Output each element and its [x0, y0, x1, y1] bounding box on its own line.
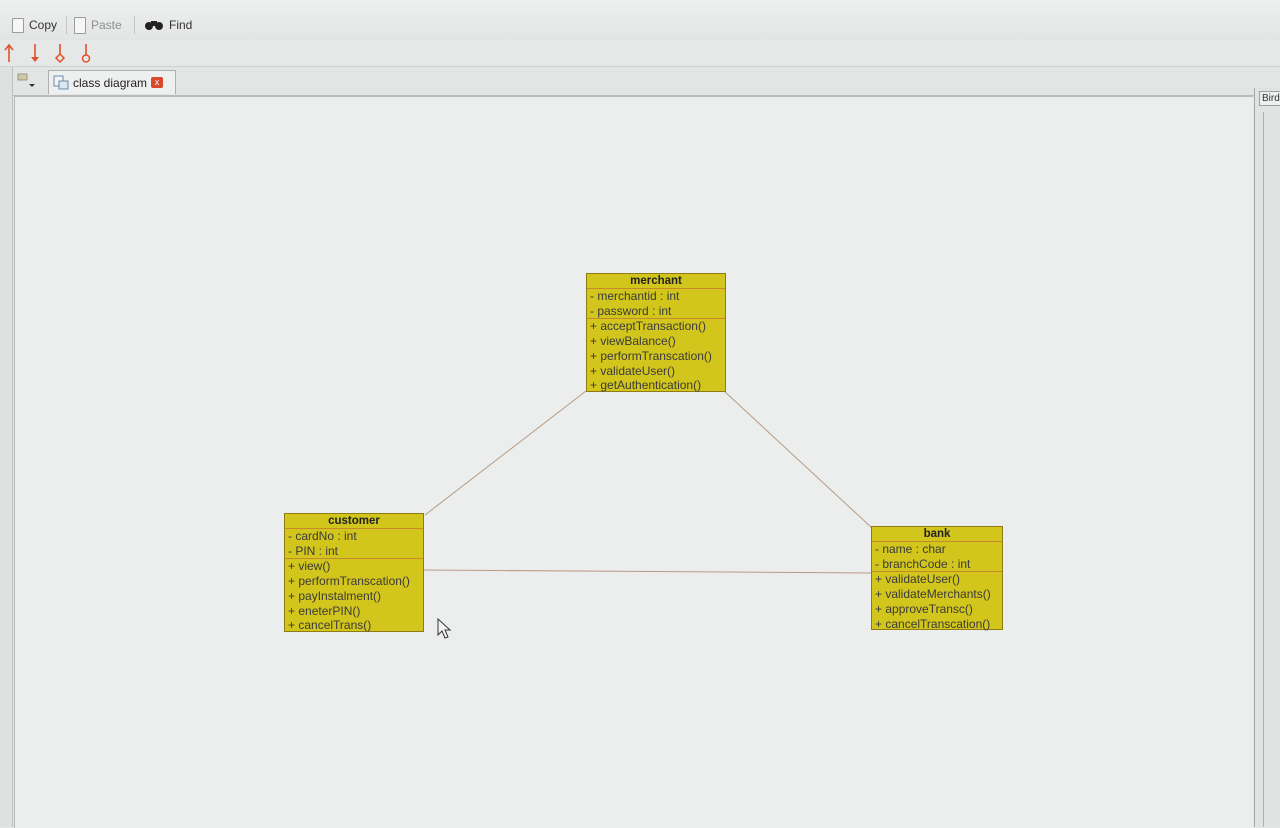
close-icon[interactable]: x [151, 77, 164, 88]
copy-icon [12, 17, 24, 33]
attribute-row: - branchCode : int [875, 556, 971, 571]
left-side-strip [0, 67, 13, 827]
tab-label: class diagram [73, 75, 148, 90]
class-name: merchant [587, 274, 725, 289]
operations-section: + validateUser() + validateMerchants() +… [872, 572, 1002, 631]
paste-label: Paste [91, 18, 122, 32]
attributes-section: - name : char - branchCode : int [872, 542, 1002, 573]
birdview-tab[interactable]: Bird [1259, 91, 1280, 106]
operation-row: + acceptTransaction() [590, 319, 706, 334]
operation-row: + validateUser() [590, 363, 676, 378]
operation-row: + approveTransc() [875, 601, 973, 616]
birdview-area [1263, 112, 1280, 827]
attribute-row: - cardNo : int [288, 529, 357, 543]
birdview-panel: Bird [1254, 88, 1280, 827]
operation-row: + cancelTranscation() [875, 616, 991, 631]
find-label: Find [169, 18, 193, 32]
find-button[interactable]: Find [144, 14, 192, 36]
class-bank[interactable]: bank - name : char - branchCode : int + … [871, 526, 1003, 631]
tab-menu-icon[interactable] [16, 71, 38, 89]
operation-row: + view() [288, 559, 331, 574]
arrow-up-icon[interactable] [0, 42, 18, 64]
diagram-canvas[interactable] [14, 96, 1253, 828]
aggregation-arrow-icon[interactable] [51, 42, 69, 64]
operations-section: + acceptTransaction() + viewBalance() + … [587, 319, 725, 393]
attributes-section: - merchantid : int - password : int [587, 289, 725, 320]
attribute-row: - name : char [875, 542, 946, 556]
arrow-down-icon[interactable] [26, 42, 44, 64]
diagram-icon [53, 75, 69, 90]
relation-toolbar [0, 40, 1280, 67]
operation-row: + performTranscation() [590, 348, 712, 363]
copy-button[interactable]: Copy [12, 14, 57, 36]
toolbar-divider [134, 16, 135, 34]
binoculars-icon [145, 21, 163, 30]
class-name: customer [285, 514, 423, 529]
association-merchant-bank[interactable] [723, 390, 873, 529]
operation-row: + getAuthentication() [590, 378, 702, 393]
attribute-row: - PIN : int [288, 543, 339, 558]
class-customer[interactable]: customer - cardNo : int - PIN : int + vi… [284, 513, 424, 632]
mouse-cursor-icon [437, 618, 452, 639]
operation-row: + validateMerchants() [875, 587, 991, 602]
dependency-arrow-icon[interactable] [77, 42, 95, 64]
operations-section: + view() + performTranscation() + payIns… [285, 559, 423, 633]
class-name: bank [872, 527, 1002, 542]
class-merchant[interactable]: merchant - merchantid : int - password :… [586, 273, 726, 392]
operation-row: + viewBalance() [590, 334, 676, 349]
tab-bar: class diagram x [0, 67, 1280, 96]
operation-row: + validateUser() [875, 572, 961, 587]
tab-class-diagram[interactable]: class diagram x [48, 70, 176, 94]
operation-row: + payInstalment() [288, 588, 382, 603]
association-customer-bank[interactable] [423, 569, 873, 574]
paste-button[interactable]: Paste [74, 14, 122, 36]
attribute-row: - merchantid : int [590, 289, 680, 303]
toolbar-divider [66, 16, 67, 34]
association-merchant-customer[interactable] [424, 390, 587, 516]
copy-label: Copy [29, 18, 58, 32]
operation-row: + cancelTrans() [288, 618, 372, 633]
operation-row: + eneterPIN() [288, 603, 361, 618]
operation-row: + performTranscation() [288, 574, 410, 589]
attributes-section: - cardNo : int - PIN : int [285, 529, 423, 560]
paste-icon [74, 16, 86, 34]
attribute-row: - password : int [590, 303, 672, 318]
